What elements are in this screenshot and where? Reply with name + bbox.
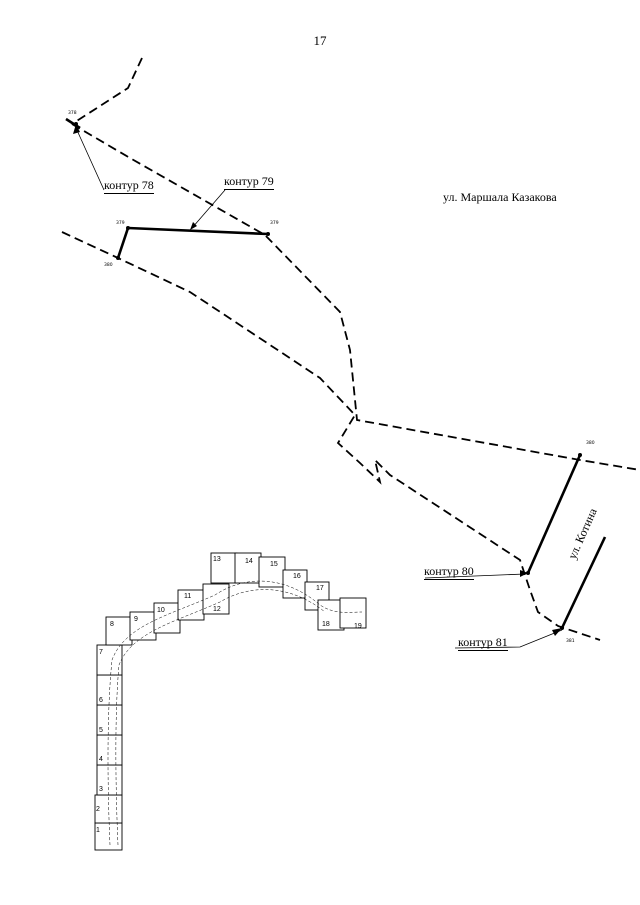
contour-78-segment — [65, 117, 81, 130]
sheet-index: 1 2 3 4 5 6 7 8 9 10 11 12 13 14 15 16 1… — [94, 552, 367, 851]
svg-text:3: 3 — [99, 786, 103, 793]
svg-text:8: 8 — [110, 621, 114, 628]
arrow-contour-80 — [520, 570, 528, 577]
leader-contour-80 — [424, 573, 526, 579]
arrow-contour-78 — [73, 124, 80, 134]
leader-contour-78 — [75, 127, 105, 191]
point-label: 379 — [270, 220, 279, 226]
svg-text:14: 14 — [245, 558, 253, 565]
contour-81-label: контур 81 — [458, 635, 508, 651]
svg-text:2: 2 — [96, 806, 100, 813]
leader-contour-81 — [454, 629, 563, 649]
street-label-kazakova: ул. Маршала Казакова — [443, 190, 557, 204]
svg-text:10: 10 — [157, 607, 165, 614]
street-label-kotina: ул. Котина — [565, 505, 600, 561]
boundary-line-lower — [61, 231, 601, 641]
contour-79-segment-left — [116, 227, 130, 259]
svg-text:9: 9 — [134, 616, 138, 623]
leader-contour-79 — [191, 189, 226, 229]
svg-text:5: 5 — [99, 727, 103, 734]
boundary-line-upper — [71, 123, 640, 471]
arrow-contour-79 — [190, 222, 197, 230]
point-label: 380 — [104, 262, 113, 268]
svg-text:15: 15 — [270, 561, 278, 568]
page-number: 17 — [313, 33, 327, 48]
svg-text:19: 19 — [354, 623, 362, 630]
svg-text:18: 18 — [322, 621, 330, 628]
contour-80-label: контур 80 — [424, 564, 474, 580]
point-379-right — [266, 232, 270, 236]
svg-text:11: 11 — [184, 593, 191, 600]
arrow-contour-81 — [552, 628, 562, 636]
svg-text:12: 12 — [213, 606, 221, 613]
point-label: 379 — [116, 220, 125, 226]
svg-text:16: 16 — [293, 573, 301, 580]
point-379-left — [126, 226, 130, 230]
contour-79-label: контур 79 — [224, 174, 274, 190]
svg-text:17: 17 — [316, 585, 324, 592]
contour-81-segment — [560, 536, 607, 629]
point-label: 381 — [566, 638, 575, 644]
boundary-line-top-left — [71, 57, 143, 125]
svg-text:1: 1 — [96, 827, 100, 834]
svg-text:13: 13 — [213, 556, 221, 563]
contour-78-label: контур 78 — [104, 178, 154, 194]
contour-80-segment — [526, 454, 582, 574]
svg-text:7: 7 — [99, 649, 103, 656]
svg-text:6: 6 — [99, 697, 103, 704]
svg-text:4: 4 — [99, 756, 103, 763]
point-380-top — [578, 453, 582, 457]
point-379-lower — [116, 256, 120, 260]
point-label: 378 — [68, 110, 77, 116]
point-label: 380 — [586, 440, 595, 446]
contour-79-segment-main — [127, 226, 269, 236]
